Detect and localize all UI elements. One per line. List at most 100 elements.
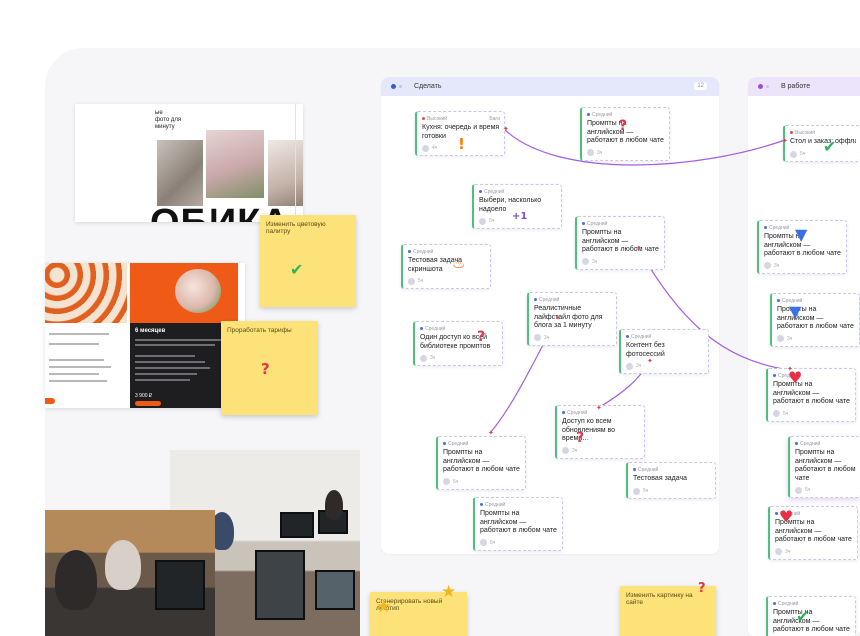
avatar bbox=[775, 548, 782, 555]
avatar bbox=[479, 217, 486, 225]
pricing-heading: 6 месяцев bbox=[135, 328, 166, 334]
heart-icon: ♥ bbox=[788, 368, 803, 387]
task-title: Промпты на английском — работают в любом… bbox=[777, 306, 854, 330]
avatar bbox=[443, 478, 450, 485]
task-title: Промпты на английском — работают в любом… bbox=[587, 120, 664, 144]
website-mockup-gallery[interactable]: ые фото для минуту ОБИКА bbox=[75, 104, 303, 222]
mockup-title: ые фото для минуту bbox=[155, 110, 182, 130]
question-icon: ? bbox=[261, 360, 270, 378]
office-photos[interactable] bbox=[45, 450, 360, 636]
question-icon: ? bbox=[576, 430, 585, 446]
website-mockup-pricing[interactable]: 6 месяцев 3 900 ₽ bbox=[45, 263, 245, 408]
task-title: Промпты на английском — работают в любом… bbox=[775, 519, 852, 543]
task-card[interactable]: Средний Промпты на английском — работают… bbox=[768, 506, 858, 560]
exclamation-icon: ! bbox=[458, 135, 465, 153]
task-title: Стол и заказ: оффлайн без модалок bbox=[790, 138, 856, 145]
avatar bbox=[422, 144, 429, 152]
avatar bbox=[420, 354, 427, 362]
task-card[interactable]: Средний Доступ ко всем обновлениям во вр… bbox=[555, 405, 645, 459]
column-title: В работе bbox=[781, 83, 811, 90]
question-icon: ? bbox=[477, 329, 486, 345]
column-in-progress-header[interactable]: В работе bbox=[748, 77, 860, 96]
pin-icon: ✦ bbox=[636, 244, 642, 252]
task-card[interactable]: Средний Промпты на английском — работают… bbox=[575, 216, 665, 270]
task-title: Кухня: очередь и время готовки bbox=[422, 124, 500, 140]
task-card[interactable]: Средний Промпты на английском — работают… bbox=[770, 293, 860, 347]
avatar bbox=[582, 258, 589, 265]
avatar bbox=[795, 486, 802, 494]
avatar bbox=[764, 262, 771, 269]
avatar bbox=[587, 149, 594, 156]
task-title: Промпты на английском — работают в любом… bbox=[764, 233, 841, 257]
sticky-note-image[interactable]: Изменить картинку на сайте ? bbox=[620, 582, 716, 636]
fire-icon: ♨ bbox=[452, 254, 466, 272]
task-title: Тестовая задача bbox=[633, 475, 688, 482]
pin-icon: ✦ bbox=[555, 314, 561, 322]
check-icon: ✔ bbox=[796, 607, 810, 626]
task-title: Контент без фотосессий bbox=[626, 342, 665, 358]
task-title: Промпты на английском — работают в любом… bbox=[480, 510, 557, 534]
pin-icon: ✦ bbox=[488, 429, 494, 437]
task-title: Промпты на английском — работают в любом… bbox=[773, 609, 850, 633]
pricing-button bbox=[135, 401, 161, 406]
avatar bbox=[626, 362, 633, 370]
task-card[interactable]: Средний Промпты на английском — работают… bbox=[436, 436, 526, 490]
task-card[interactable]: Средний Один доступ ко всей библиотеке п… bbox=[413, 321, 503, 366]
task-card[interactable]: Средний Выбери, насколько надоело 5ч bbox=[472, 184, 562, 229]
mockup-pricing-card: 6 месяцев 3 900 ₽ bbox=[130, 323, 238, 408]
plus-one-badge: +1 bbox=[512, 211, 528, 222]
thumbs-down-icon: ▼ bbox=[795, 225, 808, 244]
sticky-note-palette[interactable]: Изменить цветовую палитру ✔ bbox=[260, 215, 356, 307]
avatar bbox=[777, 335, 784, 342]
task-card[interactable]: Средний Тестовая задача 5ч bbox=[626, 462, 716, 499]
pin-icon: ✦ bbox=[647, 357, 653, 365]
question-icon: ? bbox=[698, 581, 706, 596]
task-title: Один доступ ко всей библиотеке промптов bbox=[420, 334, 491, 350]
mockup-photo bbox=[206, 130, 264, 198]
task-card[interactable]: Средний Тестовая задача скриншота 5ч bbox=[401, 244, 491, 289]
pricing-price: 3 900 ₽ bbox=[135, 393, 153, 399]
thumbs-down-icon: ▼ bbox=[789, 302, 802, 321]
task-title: Промпты на английском — работают в любом… bbox=[773, 381, 850, 405]
task-card[interactable]: Средний Промпты на английском — работают… bbox=[788, 436, 860, 498]
column-todo-header[interactable]: Сделать 12 bbox=[381, 77, 719, 96]
pin-icon: ✦ bbox=[782, 137, 788, 145]
task-card[interactable]: Высокий Стол и заказ: оффлайн без модало… bbox=[783, 125, 860, 162]
task-card[interactable]: Средний Реалистичные лайфстайл фото для … bbox=[527, 292, 617, 346]
question-icon: ? bbox=[619, 118, 628, 134]
task-card[interactable]: Средний Промпты на английском — работают… bbox=[580, 107, 670, 161]
task-title: Реалистичные лайфстайл фото для блога за… bbox=[534, 305, 603, 329]
mockup-photo bbox=[157, 140, 203, 206]
task-card[interactable]: Средний Контент без фотосессий 3ч bbox=[619, 329, 709, 374]
task-card[interactable]: Средний Промпты на английском — работают… bbox=[473, 497, 563, 551]
task-card[interactable]: Средний Промпты на английском — работают… bbox=[766, 368, 856, 422]
pin-icon: ✦ bbox=[596, 404, 602, 412]
task-title: Доступ ко всем обновлениям во время… bbox=[562, 418, 616, 442]
avatar bbox=[633, 487, 640, 495]
column-title: Сделать bbox=[414, 83, 442, 90]
check-icon: ✔ bbox=[290, 260, 304, 279]
avatar bbox=[408, 277, 415, 285]
sticky-note-logo[interactable]: Сгенерировать новый логотип bbox=[370, 592, 467, 636]
mockup-scrollbar bbox=[295, 104, 303, 222]
avatar bbox=[480, 539, 487, 546]
star-icon: ★ bbox=[441, 582, 457, 602]
avatar bbox=[562, 447, 569, 454]
task-title: Тестовая задача скриншота bbox=[408, 257, 463, 273]
column-count-badge: 12 bbox=[694, 82, 707, 90]
avatar bbox=[790, 150, 797, 158]
mockup-flowers-image bbox=[175, 269, 221, 313]
task-card[interactable]: Средний Промпты на английском — работают… bbox=[766, 596, 856, 636]
sticky-note-tariffs[interactable]: Проработать тарифы ? bbox=[221, 321, 318, 415]
mockup-pattern-image bbox=[45, 263, 127, 323]
check-icon: ✔ bbox=[823, 137, 837, 156]
column-color-dot bbox=[391, 84, 396, 89]
avatar bbox=[773, 410, 780, 417]
task-title: Выбери, насколько надоело bbox=[479, 197, 542, 213]
mockup-cta-button bbox=[45, 398, 55, 404]
mockup-photo bbox=[268, 140, 303, 206]
task-card[interactable]: Средний Промпты на английском — работают… bbox=[757, 220, 847, 274]
task-title: Промпты на английском — работают в любом… bbox=[795, 449, 856, 482]
avatar bbox=[534, 334, 541, 341]
